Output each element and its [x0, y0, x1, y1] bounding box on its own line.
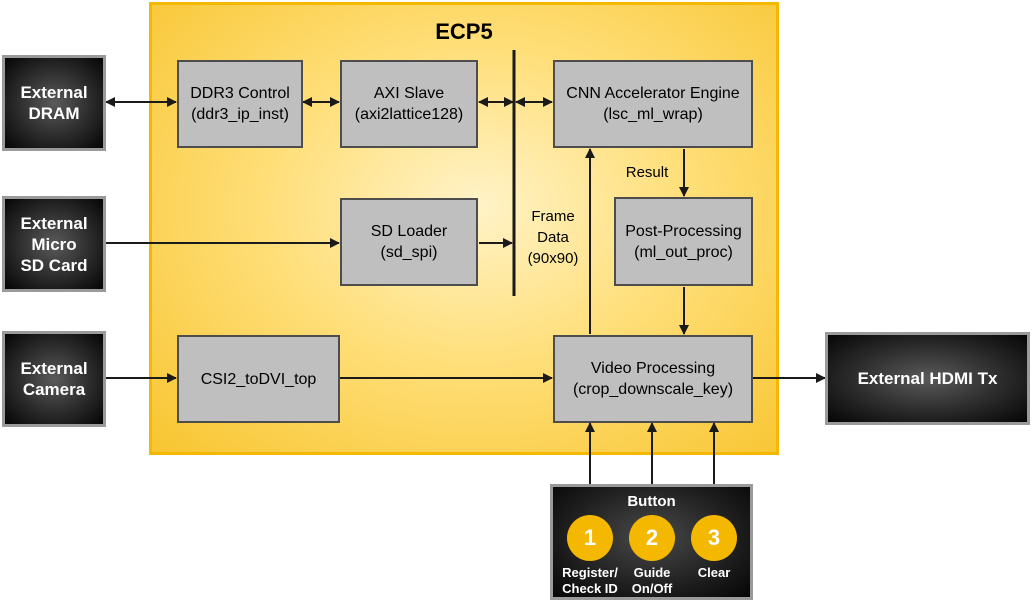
sd-loader-instance: (sd_spi)	[380, 244, 438, 261]
button-2-label: Guide On/Off	[631, 565, 673, 596]
external-dram: External DRAM	[2, 55, 106, 151]
fpga-title: ECP5	[435, 19, 493, 44]
post-processing-title: Post-Processing	[625, 222, 742, 240]
csi2-todvi-block: CSI2_toDVI_top	[177, 335, 340, 423]
video-processing-instance: (crop_downscale_key)	[572, 381, 734, 398]
ddr3-control-instance: (ddr3_ip_inst)	[191, 106, 289, 123]
button-2[interactable]: 2	[629, 515, 675, 561]
video-processing-block: Video Processing (crop_downscale_key)	[553, 335, 753, 423]
result-label: Result	[625, 164, 669, 181]
sd-loader-block: SD Loader (sd_spi)	[340, 198, 478, 286]
button-1-label: Register/ Check ID	[562, 565, 618, 596]
button-3-label: Clear	[697, 565, 731, 580]
button-3[interactable]: 3	[691, 515, 737, 561]
frame-data-label: Frame Data (90x90)	[527, 208, 579, 267]
cnn-accelerator-block: CNN Accelerator Engine (lsc_ml_wrap)	[553, 60, 753, 148]
ddr3-control-title: DDR3 Control	[190, 85, 290, 102]
cnn-accelerator-title: CNN Accelerator Engine	[566, 85, 740, 102]
post-processing-instance: (ml_out_proc)	[634, 243, 733, 261]
sd-loader-title: SD Loader	[370, 223, 448, 240]
button-1[interactable]: 1	[567, 515, 613, 561]
external-hdmi-tx: External HDMI Tx	[825, 332, 1030, 425]
csi2-todvi-title: CSI2_toDVI_top	[200, 370, 317, 388]
post-processing-block: Post-Processing (ml_out_proc)	[614, 197, 753, 286]
cnn-accelerator-instance: (lsc_ml_wrap)	[603, 106, 703, 123]
external-camera: External Camera	[2, 331, 106, 427]
axi-slave-instance: (axi2lattice128)	[354, 106, 464, 123]
ddr3-control-block: DDR3 Control (ddr3_ip_inst)	[177, 60, 303, 148]
external-micro-sd-card: External Micro SD Card	[2, 196, 106, 292]
button-panel-title: Button	[627, 493, 676, 510]
axi-slave-block: AXI Slave (axi2lattice128)	[340, 60, 478, 148]
axi-slave-title: AXI Slave	[373, 85, 445, 102]
video-processing-title: Video Processing	[590, 360, 716, 377]
button-panel: Button 1 Register/ Check ID 2 Guide On/O…	[550, 484, 753, 600]
